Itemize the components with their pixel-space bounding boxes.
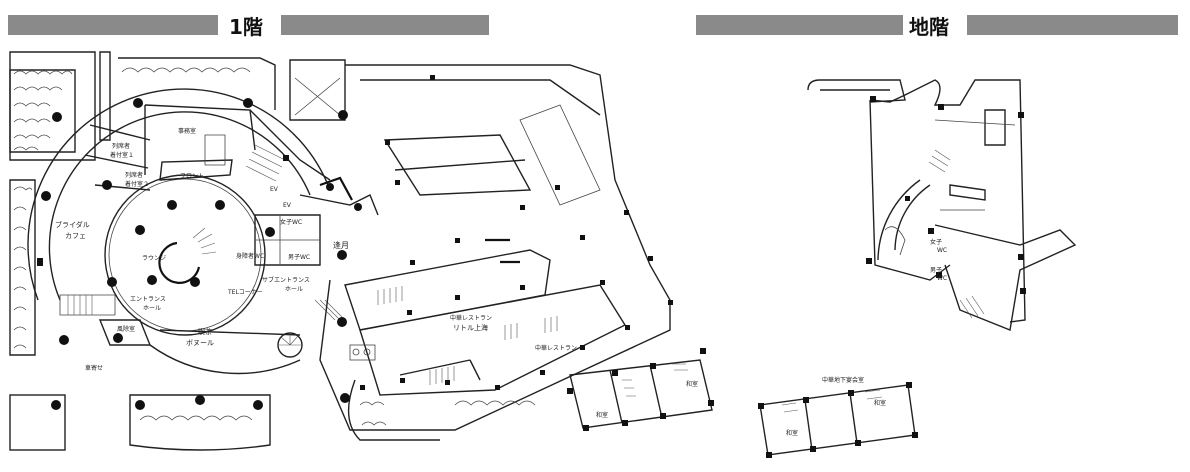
label-little-shanghai: リトル上海: [453, 323, 488, 332]
label-entrance-2: ホール: [143, 305, 161, 312]
label-bridal-cafe-1: ブライダル: [55, 220, 90, 229]
floor1-core: [245, 59, 379, 321]
floor1-restaurant-wing: [319, 64, 671, 441]
header-basement: 地階: [696, 15, 1178, 39]
label-accessible-wc: 身障者WC: [236, 252, 264, 260]
label-entrance-1: エントランス: [130, 296, 166, 303]
label-female-wc: 女子WC: [280, 218, 302, 226]
header-floor1-title: 1階: [229, 15, 263, 39]
label-bonnoir: ボヌール: [186, 339, 214, 347]
floor1-columns: [37, 75, 714, 431]
label-bridal-cafe-2: カフェ: [65, 232, 86, 240]
label-attendant-1b: 着付室１: [110, 151, 134, 159]
label-ev-1: EV: [270, 186, 279, 193]
label-wind-room: 風除室: [117, 325, 135, 333]
label-male-wc: 男子WC: [288, 254, 310, 261]
label-washitsu-1: 和室: [596, 411, 608, 419]
label-office: 事務室: [178, 127, 196, 135]
label-attendant-2b: 着付室２: [125, 180, 149, 188]
header-basement-title: 地階: [909, 15, 949, 39]
floor1-main-building: [27, 88, 331, 375]
label-chinese-1: 中華レストラン: [450, 314, 492, 322]
label-kissa: 喫茶: [198, 327, 212, 336]
label-attendant-2a: 列席者: [125, 171, 143, 179]
label-sub-entrance-1: サブエントランス: [262, 276, 310, 284]
label-washitsu-2: 和室: [686, 380, 698, 388]
header-floor1: 1階: [8, 15, 489, 39]
label-ev-2: EV: [283, 202, 292, 209]
label-bsmt-male-wc-1: 男子: [930, 267, 942, 274]
label-bsmt-washitsu-2: 和室: [874, 399, 886, 407]
label-bsmt-female-wc-1: 女子: [930, 238, 942, 246]
basement-labels: 女子 WC 男子 WC 中華地下宴会室 和室 和室: [786, 238, 947, 437]
label-hougetsu: 逢月: [333, 240, 349, 250]
basement-plan: [807, 79, 1077, 331]
label-bsmt-washitsu-1: 和室: [786, 429, 798, 437]
floor1-bottom: [9, 359, 713, 451]
floor1-labels: ブライダル カフェ ラウンジ フロント 事務室 列席者 着付室１ 列席者 着付室…: [55, 127, 698, 419]
label-bsmt-female-wc-2: WC: [937, 247, 947, 254]
label-lounge: ラウンジ: [142, 254, 166, 262]
label-dropoff: 車寄せ: [85, 364, 103, 372]
label-bsmt-male-wc-2: WC: [937, 275, 947, 282]
label-tel-corner: TELコーナー: [227, 289, 263, 296]
label-bsmt-chinese: 中華地下宴会室: [822, 376, 864, 384]
label-chinese-2: 中華レストラン: [535, 344, 577, 352]
basement-banquet: [758, 382, 918, 458]
left-garden: [9, 51, 276, 356]
label-attendant-1a: 列席者: [112, 142, 130, 150]
label-front: フロント: [180, 173, 204, 180]
label-sub-entrance-2: ホール: [285, 286, 303, 293]
